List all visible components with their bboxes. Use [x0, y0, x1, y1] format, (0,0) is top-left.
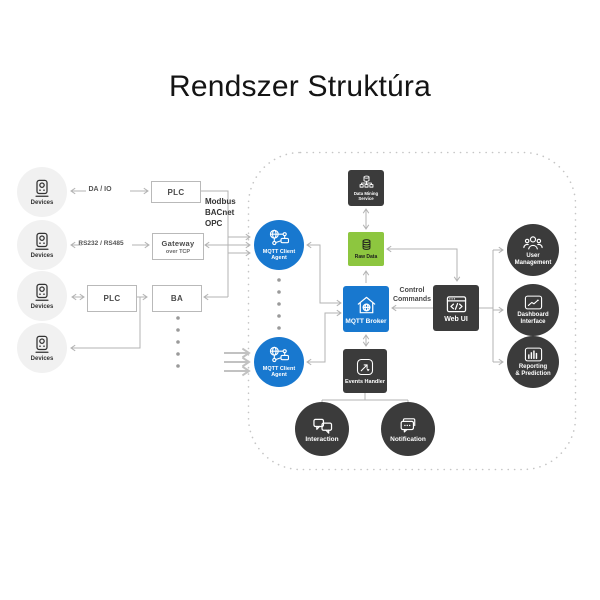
- link-label-da-io: DA / IO: [88, 186, 112, 193]
- device-label: Devices: [30, 303, 54, 310]
- plc-label: PLC: [103, 294, 121, 303]
- mqtt-client-agent-label: MQTT Client Agent: [262, 248, 296, 262]
- raw-data-label: Raw Data: [354, 254, 378, 260]
- dashboard-interface-node: Dashboard Interface: [507, 284, 559, 336]
- plc-box-top: PLC: [151, 181, 201, 203]
- ba-box: BA: [152, 285, 202, 312]
- device-node-3: Devices: [17, 271, 67, 321]
- dashboard-interface-label: Dashboard Interface: [517, 312, 549, 325]
- device-node-4: Devices: [17, 323, 67, 373]
- events-handler-label: Events Handler: [344, 379, 386, 385]
- ba-label: BA: [170, 294, 184, 303]
- page-title: Rendszer Struktúra: [168, 70, 432, 103]
- data-mining-icon: [359, 175, 373, 188]
- browser-code-icon: [446, 295, 466, 312]
- device-label: Devices: [30, 355, 54, 362]
- device-node-2: Devices: [17, 220, 67, 270]
- notification-label: Notification: [390, 436, 426, 443]
- protocol-stack-label: Modbus BACnet OPC: [205, 197, 236, 228]
- device-icon: [35, 335, 49, 353]
- plc-box-mid: PLC: [87, 285, 137, 312]
- device-icon: [35, 179, 49, 197]
- network-agent-icon: [269, 346, 289, 362]
- gateway-box: Gateway over TCP: [152, 233, 204, 260]
- control-commands-label: Control Commands: [392, 287, 432, 303]
- notification-node: Notification: [381, 402, 435, 456]
- raw-data-box: Raw Data: [348, 232, 384, 266]
- mqtt-broker-label: MQTT Broker: [345, 317, 387, 325]
- device-node-1: Devices: [17, 167, 67, 217]
- device-icon: [35, 232, 49, 250]
- device-label: Devices: [30, 252, 54, 259]
- device-icon: [35, 283, 49, 301]
- line-chart-icon: [524, 295, 542, 310]
- mqtt-client-agent-label: MQTT Client Agent: [262, 365, 296, 379]
- user-management-node: User Management: [507, 224, 559, 276]
- interaction-label: Interaction: [305, 435, 339, 443]
- cloud-boundary: [247, 151, 577, 471]
- network-agent-icon: [269, 229, 289, 245]
- interaction-node: Interaction: [295, 402, 349, 456]
- speech-bubbles-icon: [312, 418, 332, 434]
- data-mining-service-label: Data Mining Service: [353, 191, 379, 201]
- user-management-label: User Management: [514, 252, 552, 266]
- web-ui-label: Web UI: [444, 315, 468, 323]
- mqtt-client-agent-bottom: MQTT Client Agent: [254, 337, 304, 387]
- events-arrow-icon: [356, 358, 374, 376]
- ba-ellipsis-dots: [176, 316, 180, 368]
- database-icon: [362, 239, 370, 250]
- link-label-rs232-rs485: RS232 / RS485: [78, 240, 124, 247]
- mqtt-client-agent-top: MQTT Client Agent: [254, 220, 304, 270]
- plc-label: PLC: [167, 187, 185, 197]
- bar-chart-icon: [524, 347, 542, 362]
- notification-bubbles-icon: [400, 418, 416, 433]
- agent-ellipsis-dots: [277, 278, 281, 330]
- device-label: Devices: [30, 199, 54, 206]
- mqtt-broker-box: MQTT Broker: [343, 286, 389, 332]
- broker-house-icon: [357, 296, 375, 313]
- reporting-prediction-label: Reporting & Prediction: [515, 364, 551, 377]
- events-handler-box: Events Handler: [343, 349, 387, 393]
- data-mining-service-box: Data Mining Service: [348, 170, 384, 206]
- reporting-prediction-node: Reporting & Prediction: [507, 336, 559, 388]
- gateway-sublabel: over TCP: [165, 248, 191, 255]
- web-ui-box: Web UI: [433, 285, 479, 331]
- gateway-label: Gateway: [161, 238, 195, 248]
- users-icon: [523, 235, 543, 249]
